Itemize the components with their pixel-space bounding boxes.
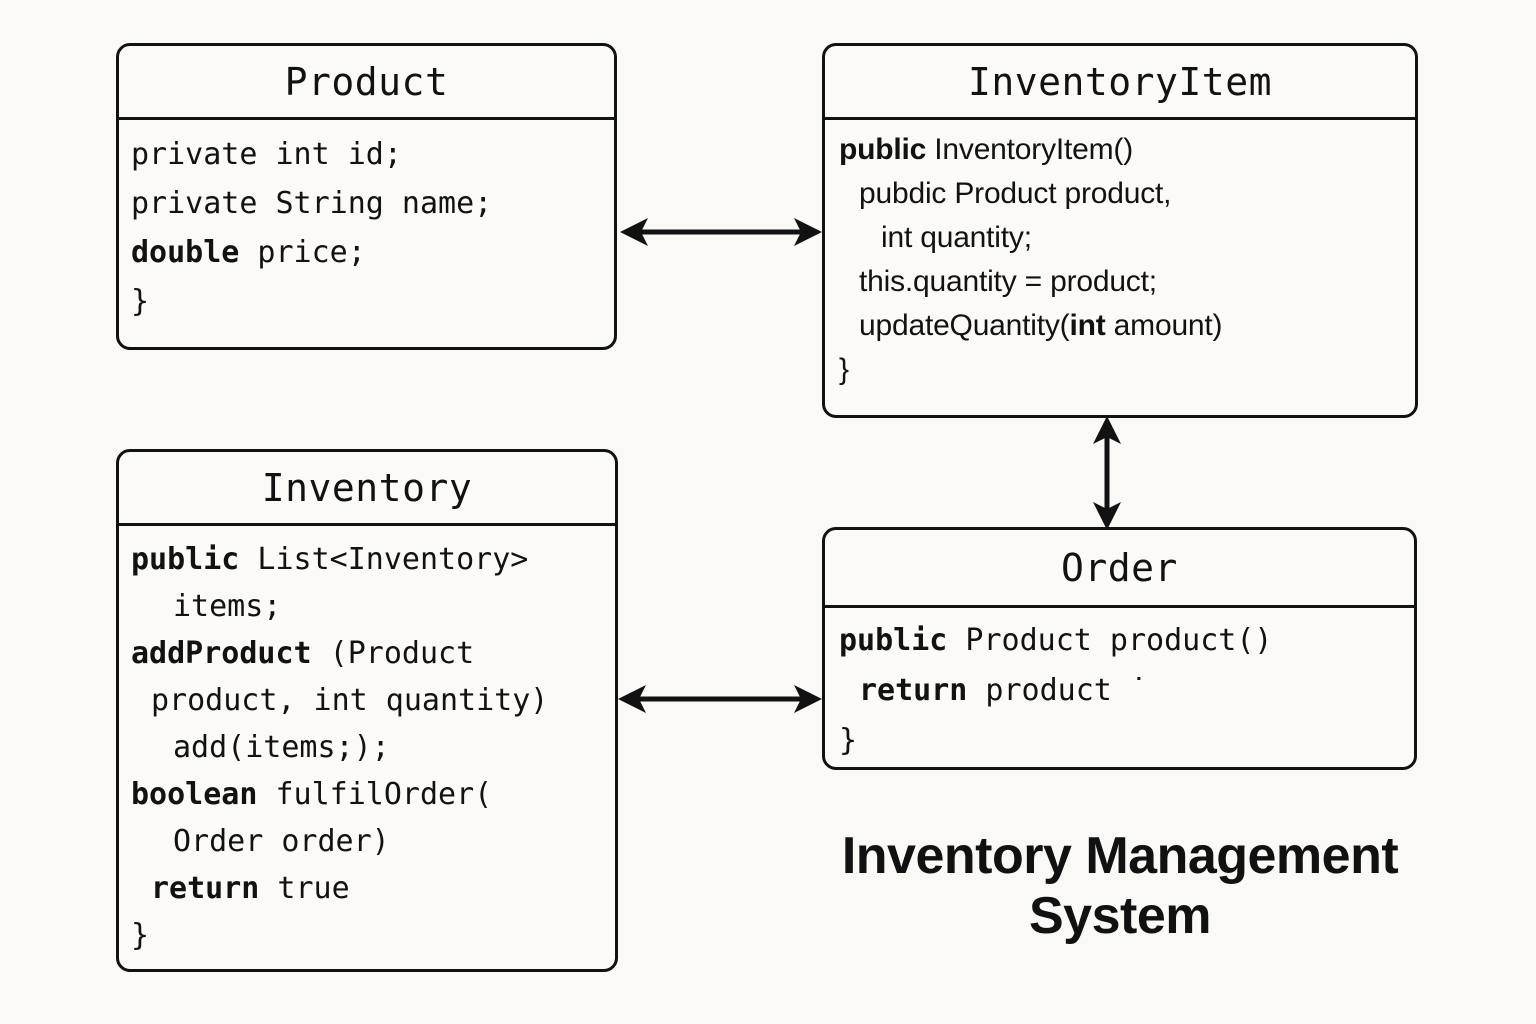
code-keyword: int	[1069, 309, 1106, 342]
connector-inventoryitem-order	[1093, 416, 1121, 530]
code-text: private int id;	[131, 137, 402, 172]
code-text: product, int quantity)	[151, 683, 549, 718]
code-line: public List<Inventory>	[131, 536, 609, 583]
class-header-order: Order	[825, 530, 1414, 608]
code-text: items;	[173, 589, 282, 624]
code-text: }	[131, 284, 150, 319]
code-text: true	[259, 871, 350, 906]
connector-product-inventoryitem	[620, 218, 822, 246]
code-text: amount)	[1105, 309, 1223, 342]
code-keyword: return	[151, 871, 260, 906]
code-line: }	[839, 716, 1408, 766]
caption-line-1: Inventory Management	[841, 827, 1399, 885]
code-text: }	[131, 918, 150, 953]
class-box-order[interactable]: Order public Product product()return pro…	[822, 527, 1417, 770]
code-line: updateQuantity(int amount)	[839, 304, 1411, 348]
class-title-order: Order	[1061, 545, 1178, 590]
code-text: private String name;	[131, 186, 493, 221]
class-header-product: Product	[119, 46, 614, 120]
class-header-inventoryitem: InventoryItem	[825, 46, 1415, 120]
code-line: add(items;);	[131, 724, 609, 771]
code-text: int quantity;	[881, 221, 1032, 254]
code-text: }	[839, 723, 858, 758]
code-text: (Product	[311, 636, 475, 671]
code-line: items;	[131, 583, 609, 630]
code-line: }	[839, 348, 1411, 392]
class-box-inventory[interactable]: Inventory public List<Inventory> items; ad…	[116, 449, 618, 972]
code-line: product, int quantity)	[131, 677, 609, 724]
code-line: private String name;	[131, 179, 604, 228]
class-body-inventory: public List<Inventory> items; addProduct (…	[119, 526, 615, 963]
code-keyword: public	[839, 623, 948, 658]
class-body-order: public Product product()return product ˙…	[825, 608, 1414, 767]
code-line: addProduct (Product	[131, 630, 609, 677]
code-keyword: return	[859, 673, 968, 708]
code-line: public InventoryItem()	[839, 128, 1411, 172]
class-title-inventoryitem: InventoryItem	[968, 59, 1272, 104]
code-text: Order order)	[173, 824, 390, 859]
class-header-inventory: Inventory	[119, 452, 615, 526]
code-keyword: addProduct	[131, 636, 312, 671]
class-box-inventoryitem[interactable]: InventoryItem public InventoryItem() pubd…	[822, 43, 1418, 418]
code-line: boolean fulfilOrder(	[131, 771, 609, 818]
code-text: }	[839, 353, 849, 386]
connector-inventory-order	[618, 685, 822, 713]
code-line: double price;	[131, 228, 604, 277]
code-text: this.quantity = product;	[859, 265, 1157, 298]
code-line: Order order)	[131, 818, 609, 865]
class-title-product: Product	[284, 59, 449, 104]
code-text: price;	[239, 235, 366, 270]
code-text: Product product()	[947, 623, 1273, 658]
code-keyword: public	[839, 133, 927, 166]
code-keyword: public	[131, 542, 240, 577]
caption-line-2: System	[1029, 887, 1212, 945]
code-line: private int id;	[131, 130, 604, 179]
code-text: InventoryItem()	[926, 133, 1133, 166]
code-line: }	[131, 912, 609, 959]
code-line: int quantity;	[839, 216, 1411, 260]
code-text: fulfilOrder(	[257, 777, 493, 812]
code-keyword: boolean	[131, 777, 258, 812]
code-text: List<Inventory>	[239, 542, 529, 577]
code-keyword: double	[131, 235, 240, 270]
code-line: }	[131, 277, 604, 326]
code-line: return product ˙	[839, 666, 1408, 716]
code-text: updateQuantity(	[859, 309, 1070, 342]
code-text: product ˙	[967, 673, 1148, 708]
class-box-product[interactable]: Product private int id; private String na…	[116, 43, 617, 350]
code-line: public Product product()	[839, 616, 1408, 666]
code-line: pubdic Product product,	[839, 172, 1411, 216]
code-text: add(items;);	[173, 730, 390, 765]
code-line: return true	[131, 865, 609, 912]
class-title-inventory: Inventory	[261, 465, 473, 510]
class-body-product: private int id; private String name; doubl…	[119, 120, 614, 330]
code-line: this.quantity = product;	[839, 260, 1411, 304]
class-body-inventoryitem: public InventoryItem() pubdic Product pro…	[825, 120, 1415, 396]
code-text: pubdic Product product,	[859, 177, 1172, 210]
diagram-caption: Inventory Management System	[790, 826, 1450, 946]
